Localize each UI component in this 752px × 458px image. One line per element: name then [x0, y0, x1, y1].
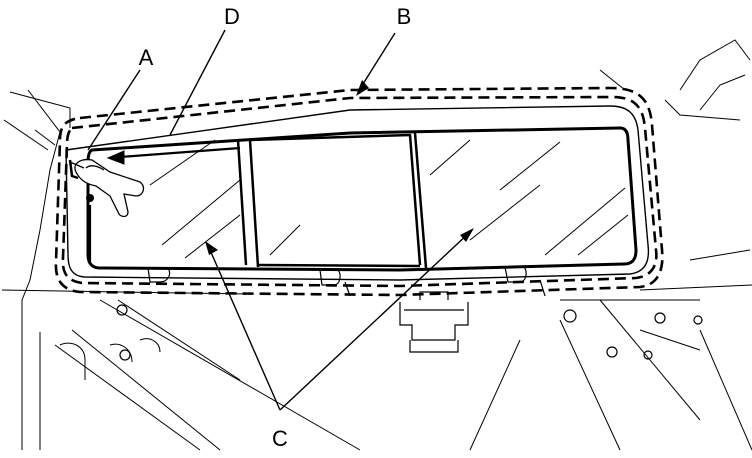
- bottom-clips: [147, 266, 546, 297]
- callout-c-label: C: [272, 426, 288, 451]
- callout-b-label: B: [397, 4, 412, 29]
- dashed-adhesive-outline: [54, 86, 664, 297]
- vehicle-body-outline: [1, 39, 752, 451]
- center-bracket: [399, 291, 469, 353]
- callout-d-label: D: [224, 4, 240, 29]
- body-holes: [116, 304, 703, 361]
- window-frame: [65, 105, 650, 281]
- callout-a-label: A: [139, 45, 154, 70]
- flow-arrows: [86, 146, 241, 262]
- callout-leaders: [87, 29, 471, 411]
- callout-arrowheads: [205, 80, 474, 255]
- hand-with-tool: [68, 158, 145, 218]
- glass-hatch-lines: [149, 139, 629, 259]
